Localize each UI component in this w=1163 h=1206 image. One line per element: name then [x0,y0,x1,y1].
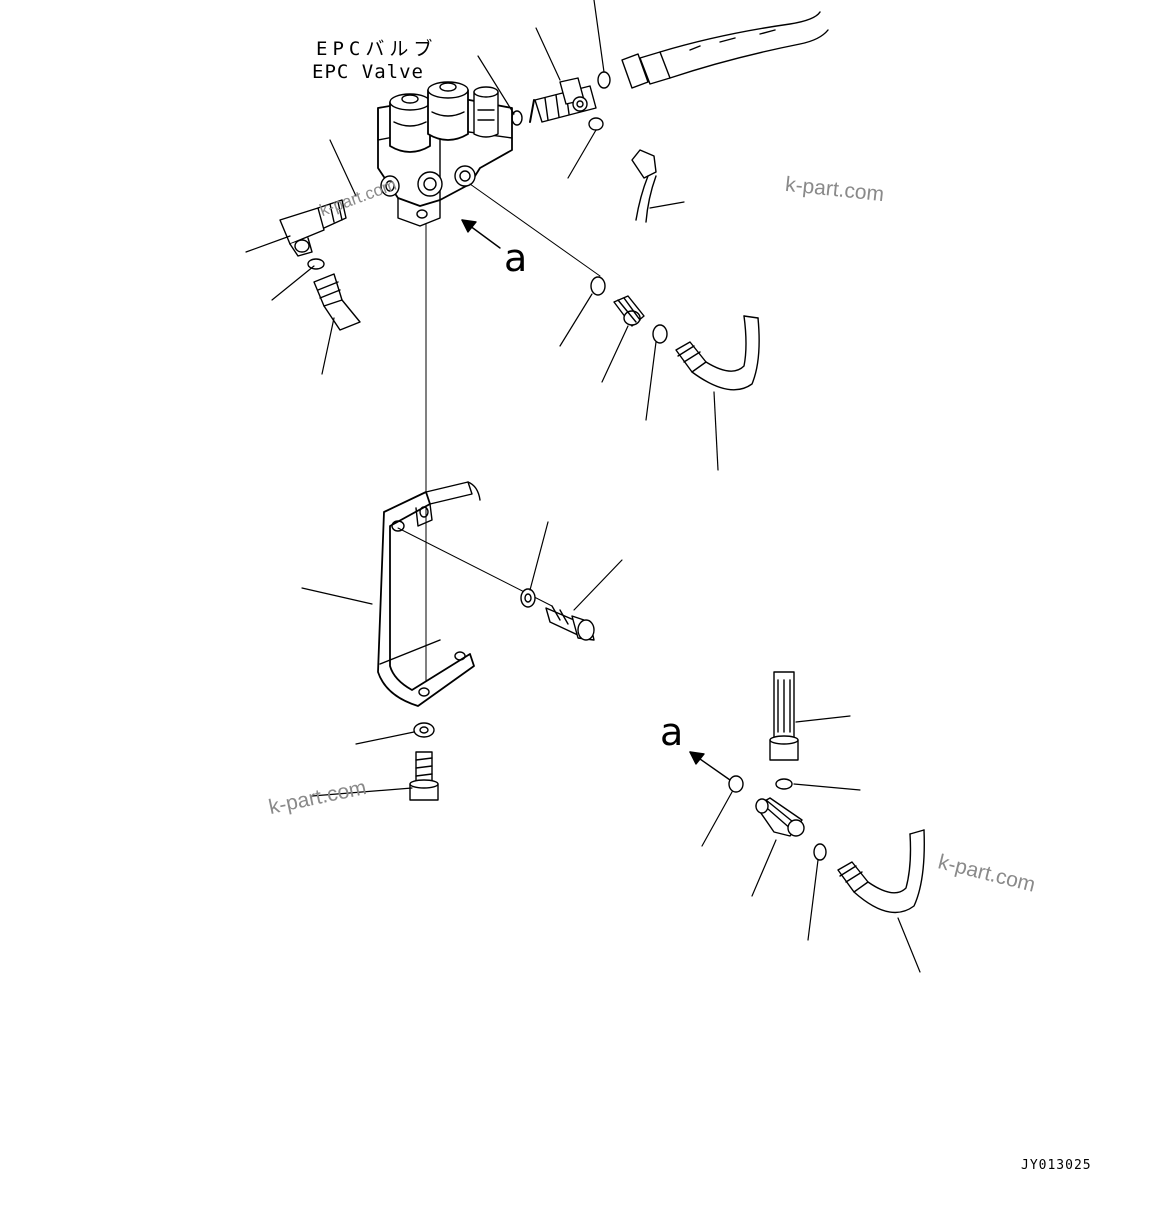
o-ring-top-2 [597,71,611,89]
o-ring-left [307,258,325,270]
tee-fitting-bottom [755,797,805,837]
solenoid-coil-right [427,81,469,141]
straight-fitting-right [613,295,645,327]
pressure-switch [473,86,499,138]
hex-bolt-bottom [409,751,439,801]
washer-bottom [413,722,435,738]
elbow-fitting-left [279,199,347,257]
tee-fitting-top [529,77,597,123]
hydraulic-hose-bottom-right [837,829,925,914]
o-ring-top-1 [511,110,523,126]
epc-valve-body [377,81,513,227]
mounting-bracket [377,481,481,707]
view-reference-bottom: a [660,710,684,754]
valve-ports [380,165,476,219]
solenoid-coil-left [389,93,431,153]
hydraulic-hose-right [675,315,760,391]
o-ring-bottom-1 [775,778,793,790]
view-reference-top: a [504,236,528,280]
hydraulic-hose-left [313,273,361,331]
o-ring-top-3 [588,117,604,131]
o-ring-bottom-2 [728,775,744,793]
leader-lines [245,0,921,973]
hose-fitting-right-small [631,149,657,223]
o-ring-bottom-3 [813,843,827,861]
title-japanese: EPCバルブ [316,38,438,60]
drawing-code: JY013025 [1021,1158,1092,1173]
alignment-line-tee [469,183,601,277]
view-arrow-top [461,219,501,249]
hydraulic-hose-top [621,11,829,89]
washer-right [520,588,536,608]
view-arrow-bottom [689,751,731,781]
o-ring-right-1 [590,276,606,296]
title-english: EPC Valve [312,61,424,83]
hex-bolt-right [545,605,595,641]
o-ring-right-2 [652,324,668,344]
hydraulic-hose-vertical [769,671,799,761]
